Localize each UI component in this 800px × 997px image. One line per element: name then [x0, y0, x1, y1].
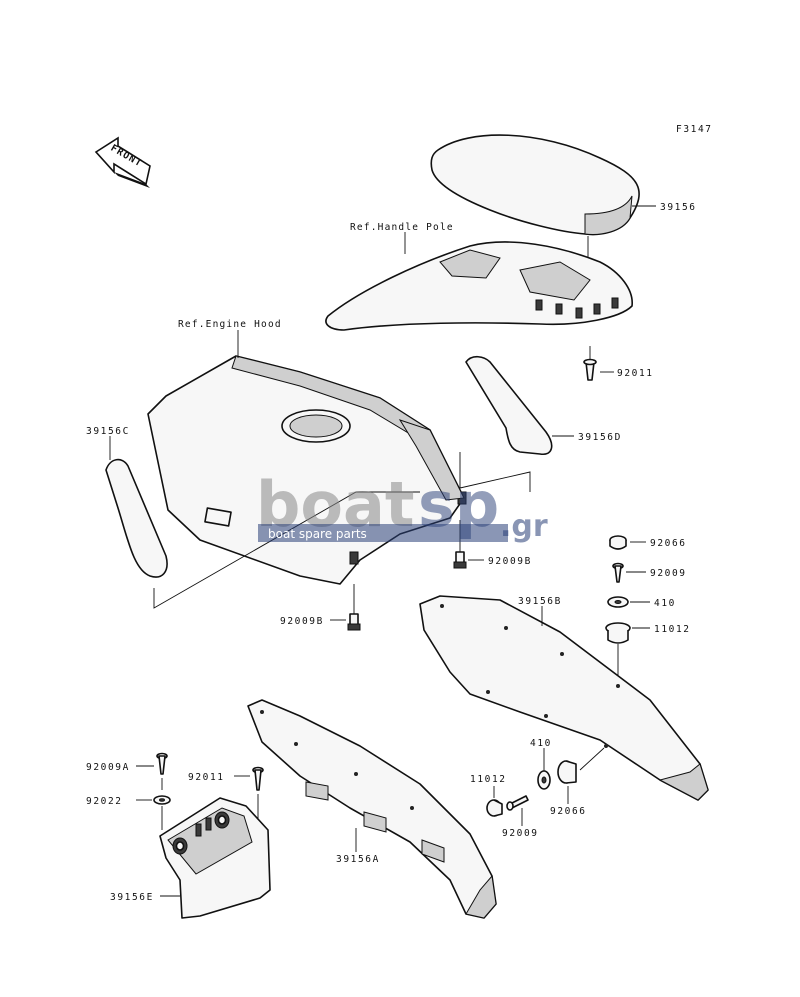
screw-92009A-icon: [136, 752, 168, 790]
screw-92011-top-icon: [583, 346, 614, 381]
engine-hood-cover: [147, 330, 467, 585]
screw-92009-top-icon: [612, 562, 646, 583]
bracket-39156E: [159, 797, 271, 919]
callout-92009-top: 92009: [650, 568, 687, 579]
callout-92022: 92022: [86, 796, 123, 807]
callout-11012-top: 11012: [654, 624, 691, 635]
callout-410-bottom: 410: [530, 738, 552, 749]
washer-410-top-icon: [607, 596, 650, 608]
washer-92022-icon: [136, 795, 171, 830]
ref-handle-pole: Ref.Handle Pole: [350, 222, 454, 233]
callout-92009-bottom: 92009: [502, 828, 539, 839]
grommet-11012-bottom-icon: [557, 747, 605, 804]
side-strip-39156C: [105, 436, 168, 578]
callout-410-top: 410: [654, 598, 676, 609]
callout-92011-top: 92011: [617, 368, 654, 379]
callout-39156A: 39156A: [336, 854, 380, 865]
washer-410-bottom-icon: [537, 748, 551, 790]
ref-engine-hood: Ref.Engine Hood: [178, 319, 282, 330]
cap-92066-top-icon: [609, 535, 646, 550]
callout-92066-bottom: 11012: [470, 774, 507, 785]
callout-39156B: 39156B: [518, 596, 562, 607]
callout-92009A: 92009A: [86, 762, 130, 773]
watermark-logo: boat sp .gr boat spare parts: [256, 468, 548, 544]
callout-39156: 39156: [660, 202, 697, 213]
bolt-92009B-left-icon: [330, 584, 361, 631]
handle-pole-cover: [325, 232, 633, 331]
callout-39156E: 39156E: [110, 892, 154, 903]
front-arrow-icon: FRONT: [94, 136, 151, 188]
callout-39156D: 39156D: [578, 432, 622, 443]
side-rail-39156A: [247, 699, 497, 919]
guide-line-right: [459, 452, 531, 492]
grommet-11012-top-icon: [605, 622, 650, 680]
guide-line-left: [153, 491, 420, 609]
callout-11012-bottom: 92066: [550, 806, 587, 817]
side-rail-39156B: [419, 595, 709, 801]
side-strip-39156D: [465, 355, 574, 456]
callout-92011-bottom: 92011: [188, 772, 225, 783]
callout-39156C: 39156C: [86, 426, 130, 437]
watermark-tagline: boat spare parts: [268, 527, 367, 541]
callout-92066-top: 92066: [650, 538, 687, 549]
seat-cushion-39156: [430, 134, 656, 310]
screw-92009-bottom-icon: [506, 795, 529, 826]
callout-92009B-left: 92009B: [280, 616, 324, 627]
cap-92066-bottom-icon: [486, 786, 503, 817]
figure-code: F3147: [676, 124, 713, 135]
screw-92011-bottom-icon: [234, 766, 264, 820]
callout-92009B-right: 92009B: [488, 556, 532, 567]
